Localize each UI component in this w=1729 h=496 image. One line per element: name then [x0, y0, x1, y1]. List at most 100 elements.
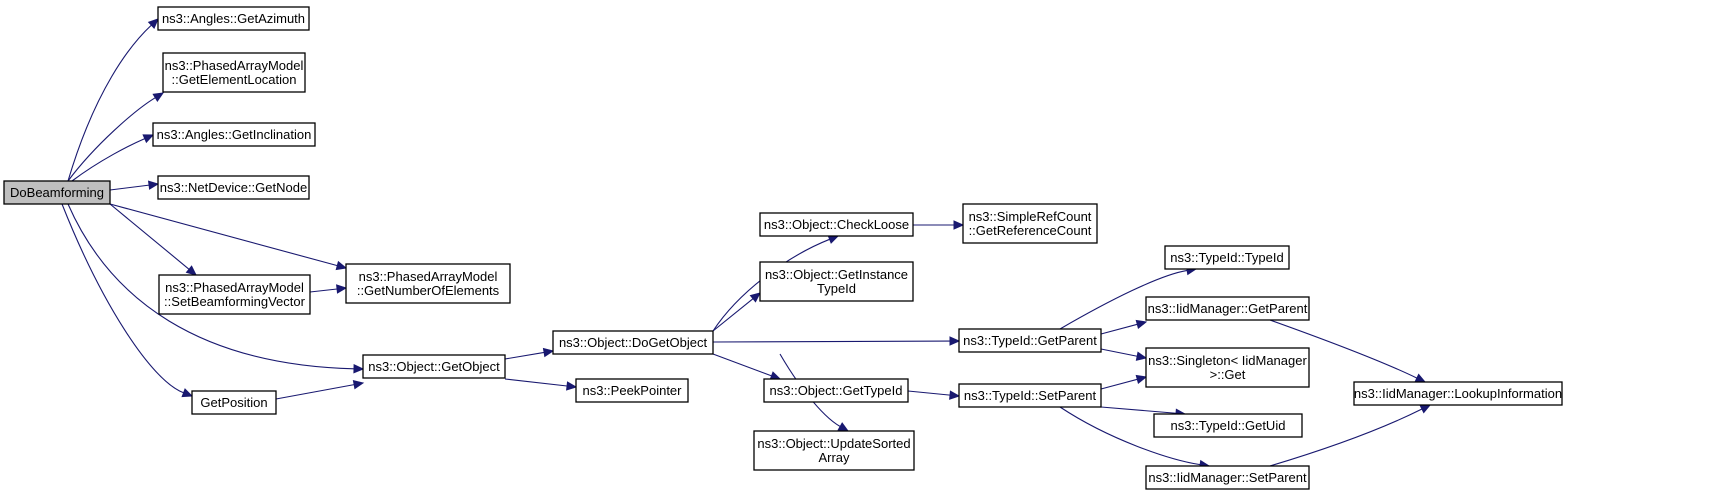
edge-line — [1269, 408, 1423, 467]
node-label: ns3::Object::UpdateSorted — [757, 436, 910, 451]
node-box — [157, 175, 310, 200]
node-peekpointer[interactable]: ns3::PeekPointer — [575, 378, 689, 403]
edge-dobeamforming-to-angles_getinclination — [71, 134, 155, 182]
node-label: ::GetElementLocation — [171, 72, 296, 87]
edge-arrowhead — [542, 347, 555, 358]
edge-line — [309, 288, 338, 293]
edge-line — [109, 184, 150, 191]
node-object_checkloose[interactable]: ns3::Object::CheckLoose — [759, 212, 914, 237]
edge-line — [61, 203, 184, 394]
edge-dobeamforming-to-netdevice_getnode — [109, 180, 160, 191]
node-pam_setbeamformingvector[interactable]: ns3::PhasedArrayModel::SetBeamformingVec… — [158, 274, 311, 315]
node-box — [962, 203, 1098, 244]
node-box — [157, 6, 310, 31]
node-label: ns3::PhasedArrayModel — [165, 58, 304, 73]
edge-arrowhead — [566, 381, 578, 391]
node-box — [1353, 381, 1563, 406]
node-label: ::GetReferenceCount — [969, 223, 1092, 238]
node-iidmanager_getparent[interactable]: ns3::IidManager::GetParent — [1145, 296, 1310, 321]
edge-line — [1100, 378, 1138, 390]
edge-object_dogetobject-to-object_getinstancetypeid — [712, 292, 761, 332]
node-label: ns3::Object::GetTypeId — [770, 383, 903, 398]
edge-line — [712, 298, 754, 332]
node-label: ns3::SimpleRefCount — [969, 209, 1092, 224]
node-typeid_getuid[interactable]: ns3::TypeId::GetUid — [1153, 413, 1303, 438]
node-label: ns3::Object::GetObject — [368, 359, 500, 374]
edge-dobeamforming-to-pam_getnumberofelements — [109, 203, 348, 271]
node-pam_getnumberofelements[interactable]: ns3::PhasedArrayModel::GetNumberOfElemen… — [345, 263, 511, 304]
edge-line — [67, 203, 355, 370]
node-box — [552, 330, 714, 355]
edge-line — [109, 203, 190, 270]
node-box — [162, 52, 306, 93]
edge-object_gettypeid-to-typeid_setparent — [907, 390, 961, 400]
node-pam_getelementlocation[interactable]: ns3::PhasedArrayModel::GetElementLocatio… — [162, 52, 306, 93]
node-singleton_get[interactable]: ns3::Singleton< IidManager>::Get — [1145, 347, 1310, 388]
node-box — [152, 122, 316, 147]
edge-line — [907, 390, 951, 396]
node-typeid_getparent[interactable]: ns3::TypeId::GetParent — [958, 328, 1102, 353]
node-box — [958, 328, 1102, 353]
node-dobeamforming[interactable]: DoBeamforming — [3, 180, 111, 205]
edge-line — [1059, 406, 1201, 466]
edge-arrowhead — [749, 292, 761, 303]
node-angles_getinclination[interactable]: ns3::Angles::GetInclination — [152, 122, 316, 147]
node-label: ns3::IidManager::SetParent — [1148, 470, 1307, 485]
edge-arrowhead — [352, 380, 365, 390]
node-iidmanager_setparent[interactable]: ns3::IidManager::SetParent — [1145, 465, 1310, 490]
node-label: ns3::TypeId::TypeId — [1170, 250, 1283, 265]
edge-dobeamforming-to-object_getobject — [67, 203, 365, 374]
node-iidmanager_lookupinformation[interactable]: ns3::IidManager::LookupInformation — [1353, 381, 1563, 406]
node-label: Array — [818, 450, 850, 465]
node-box — [158, 274, 311, 315]
node-label: ns3::PeekPointer — [582, 383, 682, 398]
edge-line — [71, 138, 145, 182]
node-getposition[interactable]: GetPosition — [191, 390, 277, 415]
node-box — [753, 430, 915, 471]
node-typeid_setparent[interactable]: ns3::TypeId::SetParent — [958, 383, 1102, 408]
edge-arrowhead — [949, 336, 961, 346]
edge-getposition-to-object_getobject — [275, 380, 365, 400]
node-box — [362, 354, 506, 379]
node-typeid_typeid[interactable]: ns3::TypeId::TypeId — [1164, 245, 1290, 270]
edge-dobeamforming-to-pam_setbeamformingvector — [109, 203, 197, 276]
node-label: ns3::TypeId::SetParent — [964, 388, 1097, 403]
edge-typeid_getparent-to-singleton_get — [1100, 348, 1148, 361]
node-box — [763, 378, 909, 403]
edge-line — [275, 384, 355, 400]
edge-line — [1100, 348, 1138, 357]
node-box — [1145, 296, 1310, 321]
edge-line — [1100, 323, 1138, 335]
edge-line — [67, 24, 152, 182]
node-box — [191, 390, 277, 415]
node-box — [575, 378, 689, 403]
node-label: ns3::Singleton< IidManager — [1148, 353, 1307, 368]
node-label: ::SetBeamformingVector — [164, 294, 306, 309]
node-label: GetPosition — [200, 395, 267, 410]
edge-arrowhead — [827, 235, 840, 244]
edge-arrowhead — [152, 92, 165, 103]
node-label: ns3::Angles::GetInclination — [157, 127, 312, 142]
edge-arrowhead — [949, 390, 961, 400]
node-object_gettypeid[interactable]: ns3::Object::GetTypeId — [763, 378, 909, 403]
edge-dobeamforming-to-pam_getelementlocation — [67, 92, 165, 182]
node-netdevice_getnode[interactable]: ns3::NetDevice::GetNode — [157, 175, 310, 200]
node-object_getobject[interactable]: ns3::Object::GetObject — [362, 354, 506, 379]
edge-arrowhead — [1135, 374, 1148, 385]
node-label: ns3::NetDevice::GetNode — [160, 180, 307, 195]
node-angles_getazimuth[interactable]: ns3::Angles::GetAzimuth — [157, 6, 310, 31]
node-box — [759, 212, 914, 237]
node-object_dogetobject[interactable]: ns3::Object::DoGetObject — [552, 330, 714, 355]
edge-line — [712, 353, 772, 377]
node-label: ns3::PhasedArrayModel — [165, 280, 304, 295]
edge-arrowhead — [1414, 373, 1427, 383]
edge-arrowhead — [185, 265, 197, 276]
node-box — [759, 261, 914, 302]
edge-dobeamforming-to-getposition — [61, 203, 194, 398]
node-box — [345, 263, 511, 304]
edge-line — [109, 203, 338, 267]
node-simplerefcount_getreferencecount[interactable]: ns3::SimpleRefCount::GetReferenceCount — [962, 203, 1098, 244]
node-label: ns3::PhasedArrayModel — [359, 269, 498, 284]
